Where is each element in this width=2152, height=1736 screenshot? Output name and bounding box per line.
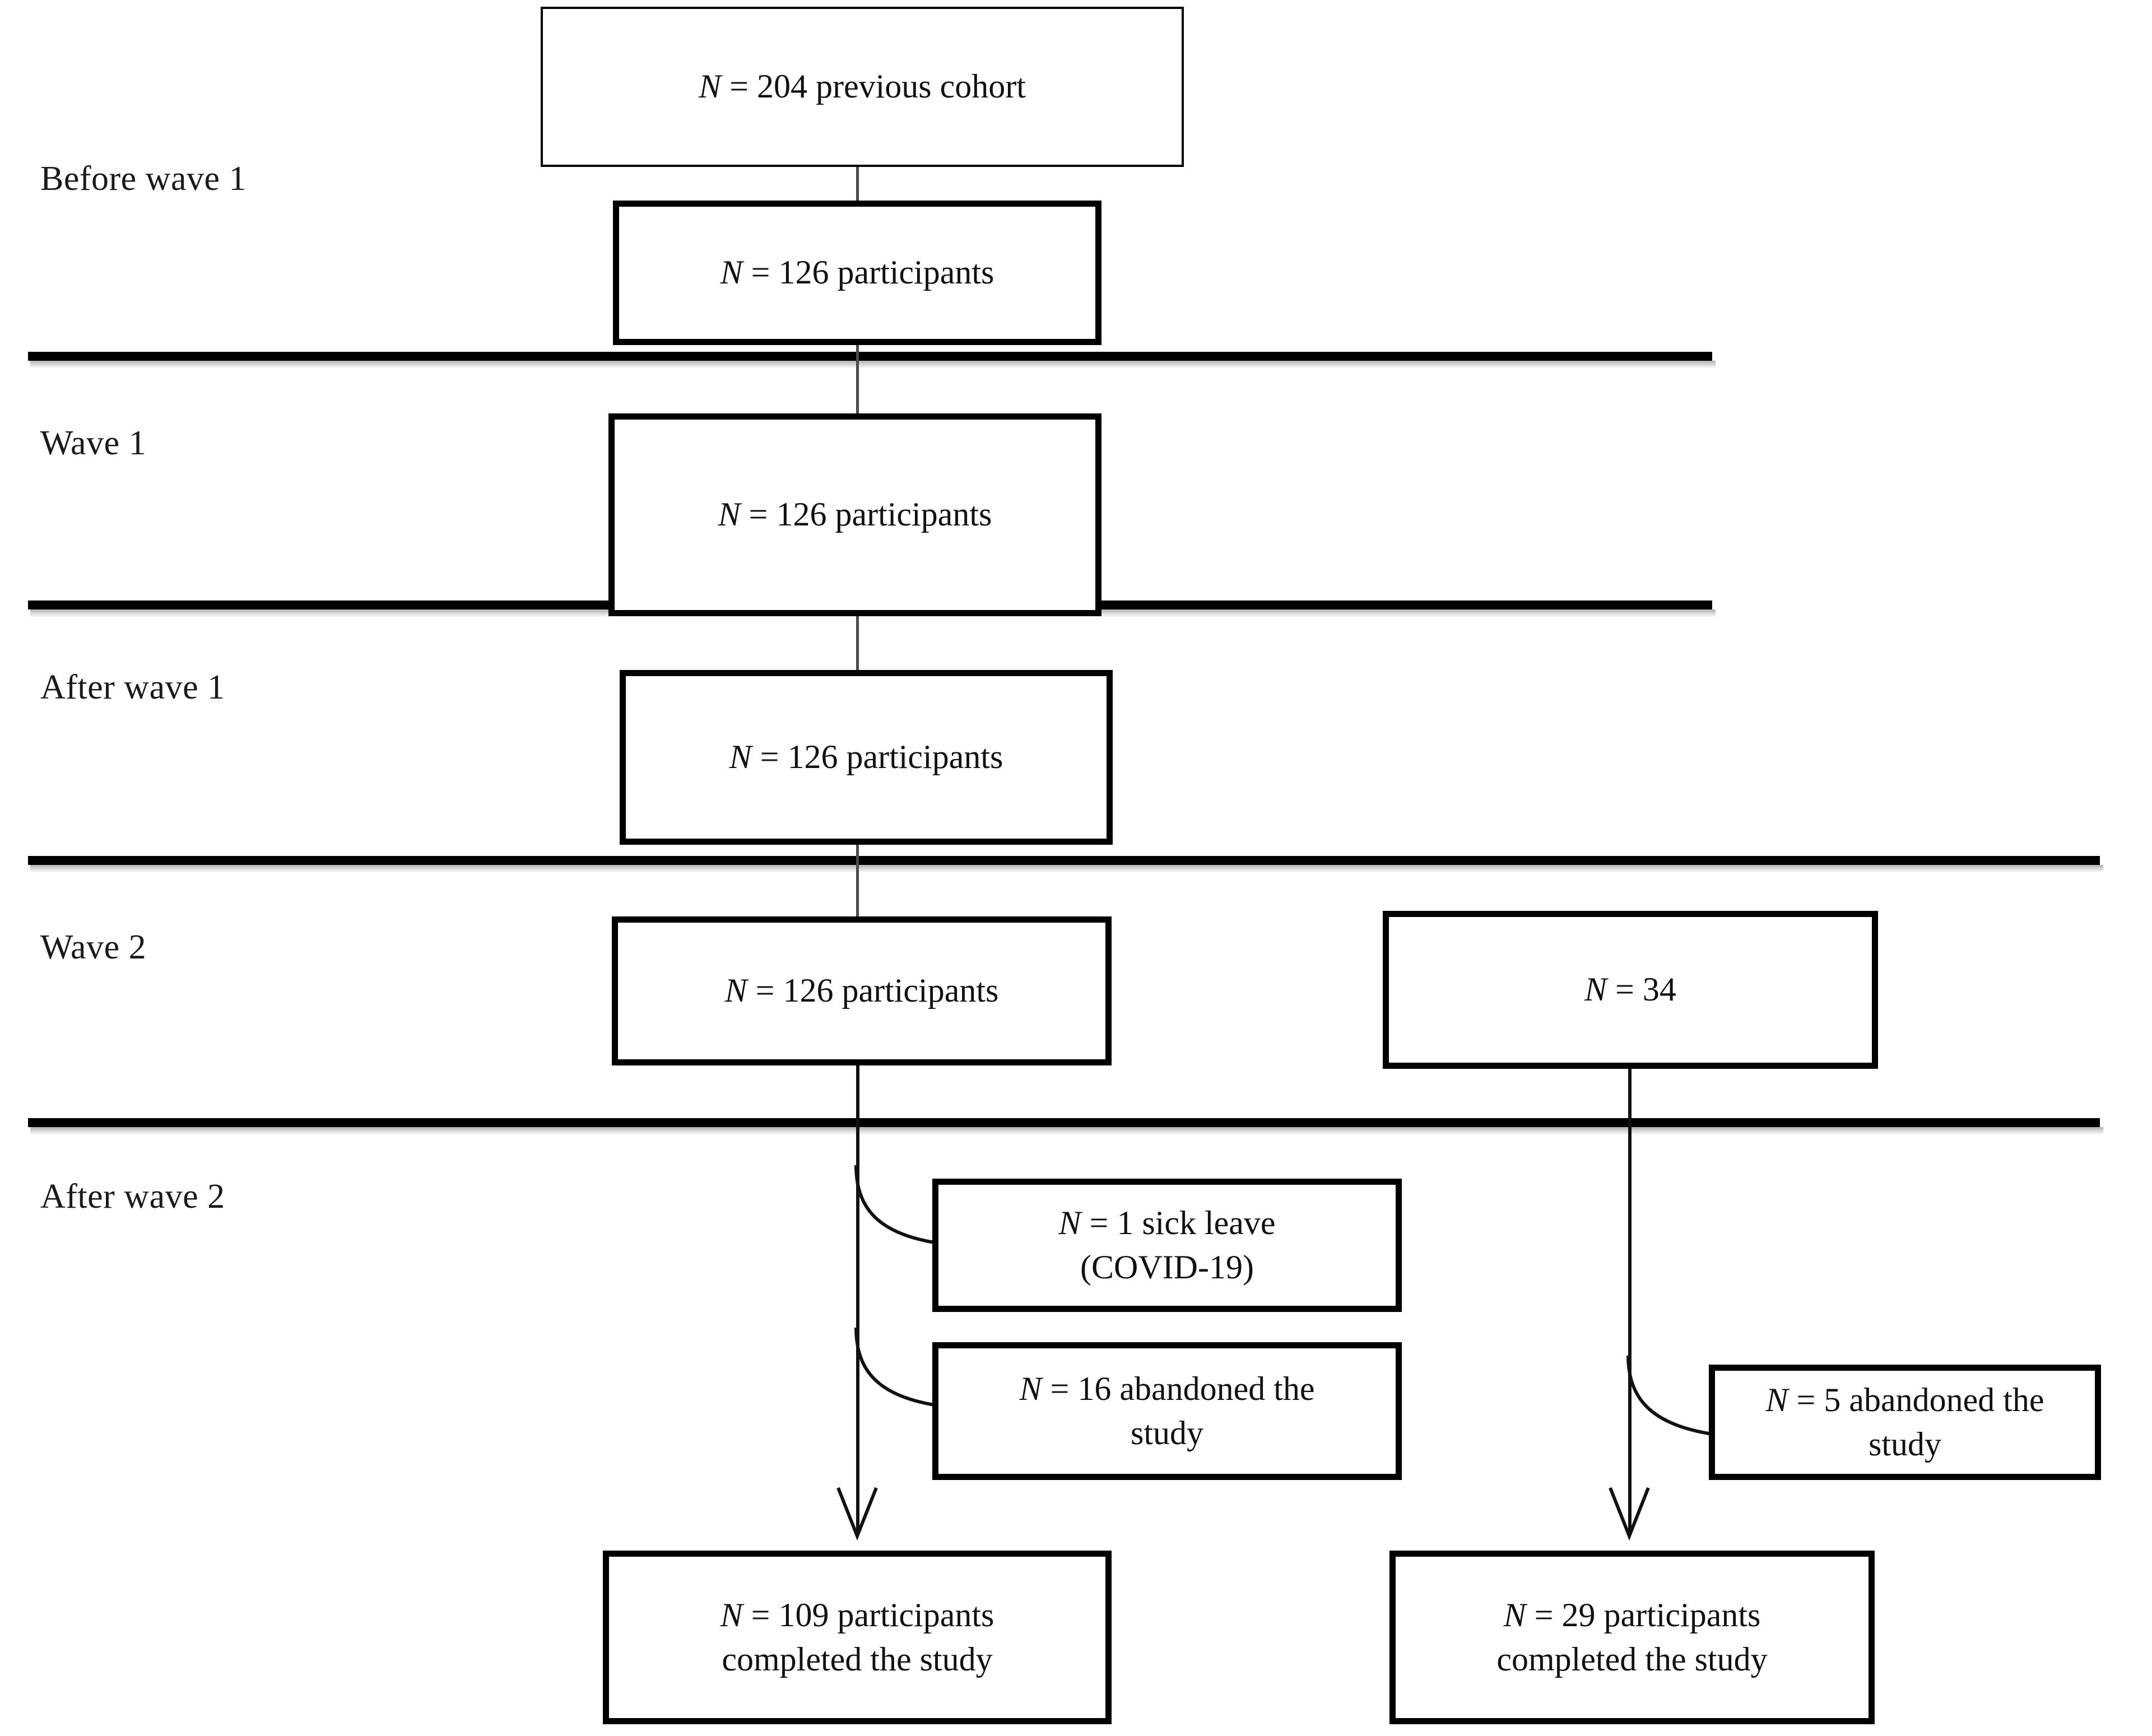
connector-wave2-to-completed-left	[856, 1062, 859, 1532]
curve-to-abandoned-left-box	[854, 1327, 935, 1407]
box-previous-cohort: N = 204 previous cohort	[541, 7, 1184, 167]
stage-label-after-wave-1: After wave 1	[40, 668, 225, 706]
section-divider-1	[28, 352, 1716, 369]
curve-to-abandoned-right-box	[1626, 1355, 1713, 1436]
box-completed-left-line2: completed the study	[722, 1641, 993, 1678]
box-abandoned-right: N = 5 abandoned the study	[1709, 1365, 2101, 1480]
arrowhead-left-final	[836, 1487, 878, 1541]
box-abandoned-right-line2: study	[1868, 1426, 1942, 1463]
box-abandoned-left-line2: study	[1130, 1414, 1204, 1451]
box-wave1-participants-text: N = 126 participants	[718, 496, 992, 533]
stage-label-wave-1: Wave 1	[40, 424, 147, 462]
box-after-wave1-participants-text: N = 126 participants	[729, 738, 1003, 776]
box-sick-leave-line1: N = 1 sick leave	[1058, 1204, 1276, 1241]
box-before-wave1-participants-text: N = 126 participants	[720, 254, 994, 291]
box-completed-right: N = 29 participants completed the study	[1389, 1551, 1875, 1724]
box-wave2-participants: N = 126 participants	[612, 916, 1112, 1065]
stage-label-after-wave-2: After wave 2	[40, 1177, 225, 1216]
arrowhead-right-final	[1609, 1487, 1650, 1541]
curve-to-sick-leave-box	[854, 1165, 935, 1244]
connector-n34-to-completed-right	[1628, 1030, 1632, 1534]
box-after-wave1-participants: N = 126 participants	[620, 670, 1113, 845]
box-wave1-participants: N = 126 participants	[608, 413, 1101, 616]
box-wave2-participants-text: N = 126 participants	[724, 972, 999, 1009]
connector-before-wave1-to-wave1	[856, 343, 859, 416]
box-completed-right-line2: completed the study	[1496, 1641, 1768, 1678]
connector-after-wave1-to-wave2	[856, 841, 859, 920]
box-abandoned-left-line1: N = 16 abandoned the	[1019, 1370, 1315, 1407]
box-abandoned-left: N = 16 abandoned the study	[932, 1342, 1402, 1480]
box-wave2-second-group-text: N = 34	[1584, 971, 1676, 1008]
box-previous-cohort-text: N = 204 previous cohort	[699, 68, 1026, 105]
connector-cohort-to-before-wave1	[856, 164, 859, 204]
stage-label-before-wave-1: Before wave 1	[40, 160, 247, 198]
section-divider-4	[28, 1118, 2103, 1135]
box-completed-right-line1: N = 29 participants	[1503, 1596, 1761, 1633]
section-divider-3	[28, 856, 2103, 873]
box-completed-left-line1: N = 109 participants	[720, 1596, 994, 1633]
box-sick-leave: N = 1 sick leave (COVID-19)	[932, 1179, 1402, 1312]
connector-wave1-to-after-wave1	[856, 614, 859, 676]
stage-label-wave-2: Wave 2	[40, 928, 147, 966]
box-sick-leave-line2: (COVID-19)	[1080, 1249, 1254, 1286]
box-before-wave1-participants: N = 126 participants	[613, 201, 1101, 345]
box-wave2-second-group: N = 34	[1383, 911, 1878, 1069]
box-completed-left: N = 109 participants completed the study	[603, 1551, 1112, 1724]
box-abandoned-right-line1: N = 5 abandoned the	[1765, 1381, 2044, 1418]
